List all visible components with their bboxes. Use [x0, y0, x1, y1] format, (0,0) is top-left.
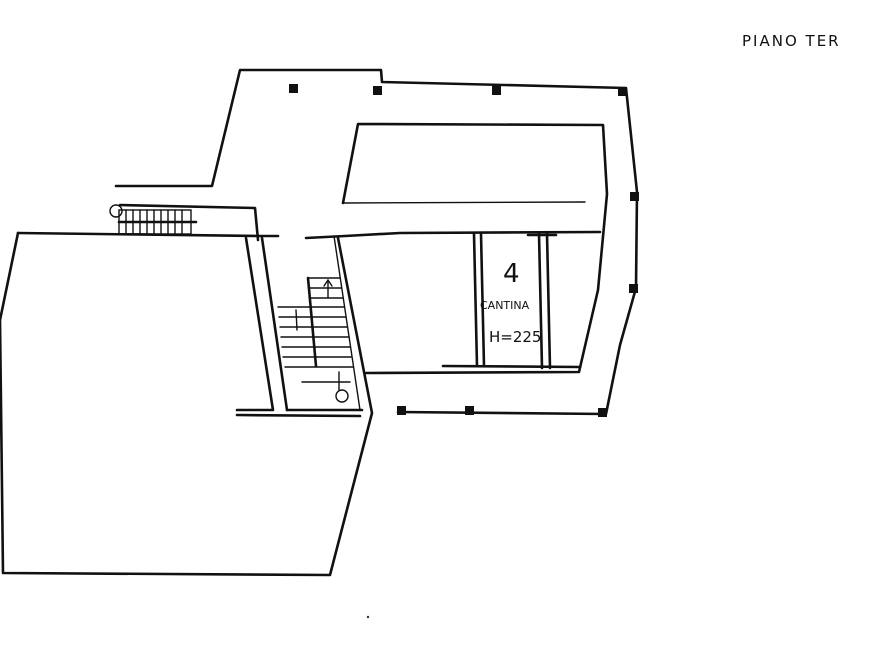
upper-room-outline — [341, 122, 609, 375]
upper-outer-wall — [114, 68, 639, 416]
pillar-markers — [289, 84, 639, 417]
room-number: 4 — [503, 259, 520, 289]
floor-label: PIANO TER — [742, 32, 841, 50]
main-staircase — [277, 235, 361, 411]
cantina-walls — [441, 232, 582, 370]
room-height: H=225 — [489, 328, 541, 346]
cantina-room-label: 4 CANTINA H=225 — [480, 259, 541, 346]
scan-speck — [366, 615, 370, 619]
room-name: CANTINA — [480, 299, 530, 312]
lower-left-building — [0, 231, 374, 577]
upper-staircase — [109, 204, 198, 235]
corridor-walls — [118, 203, 602, 242]
